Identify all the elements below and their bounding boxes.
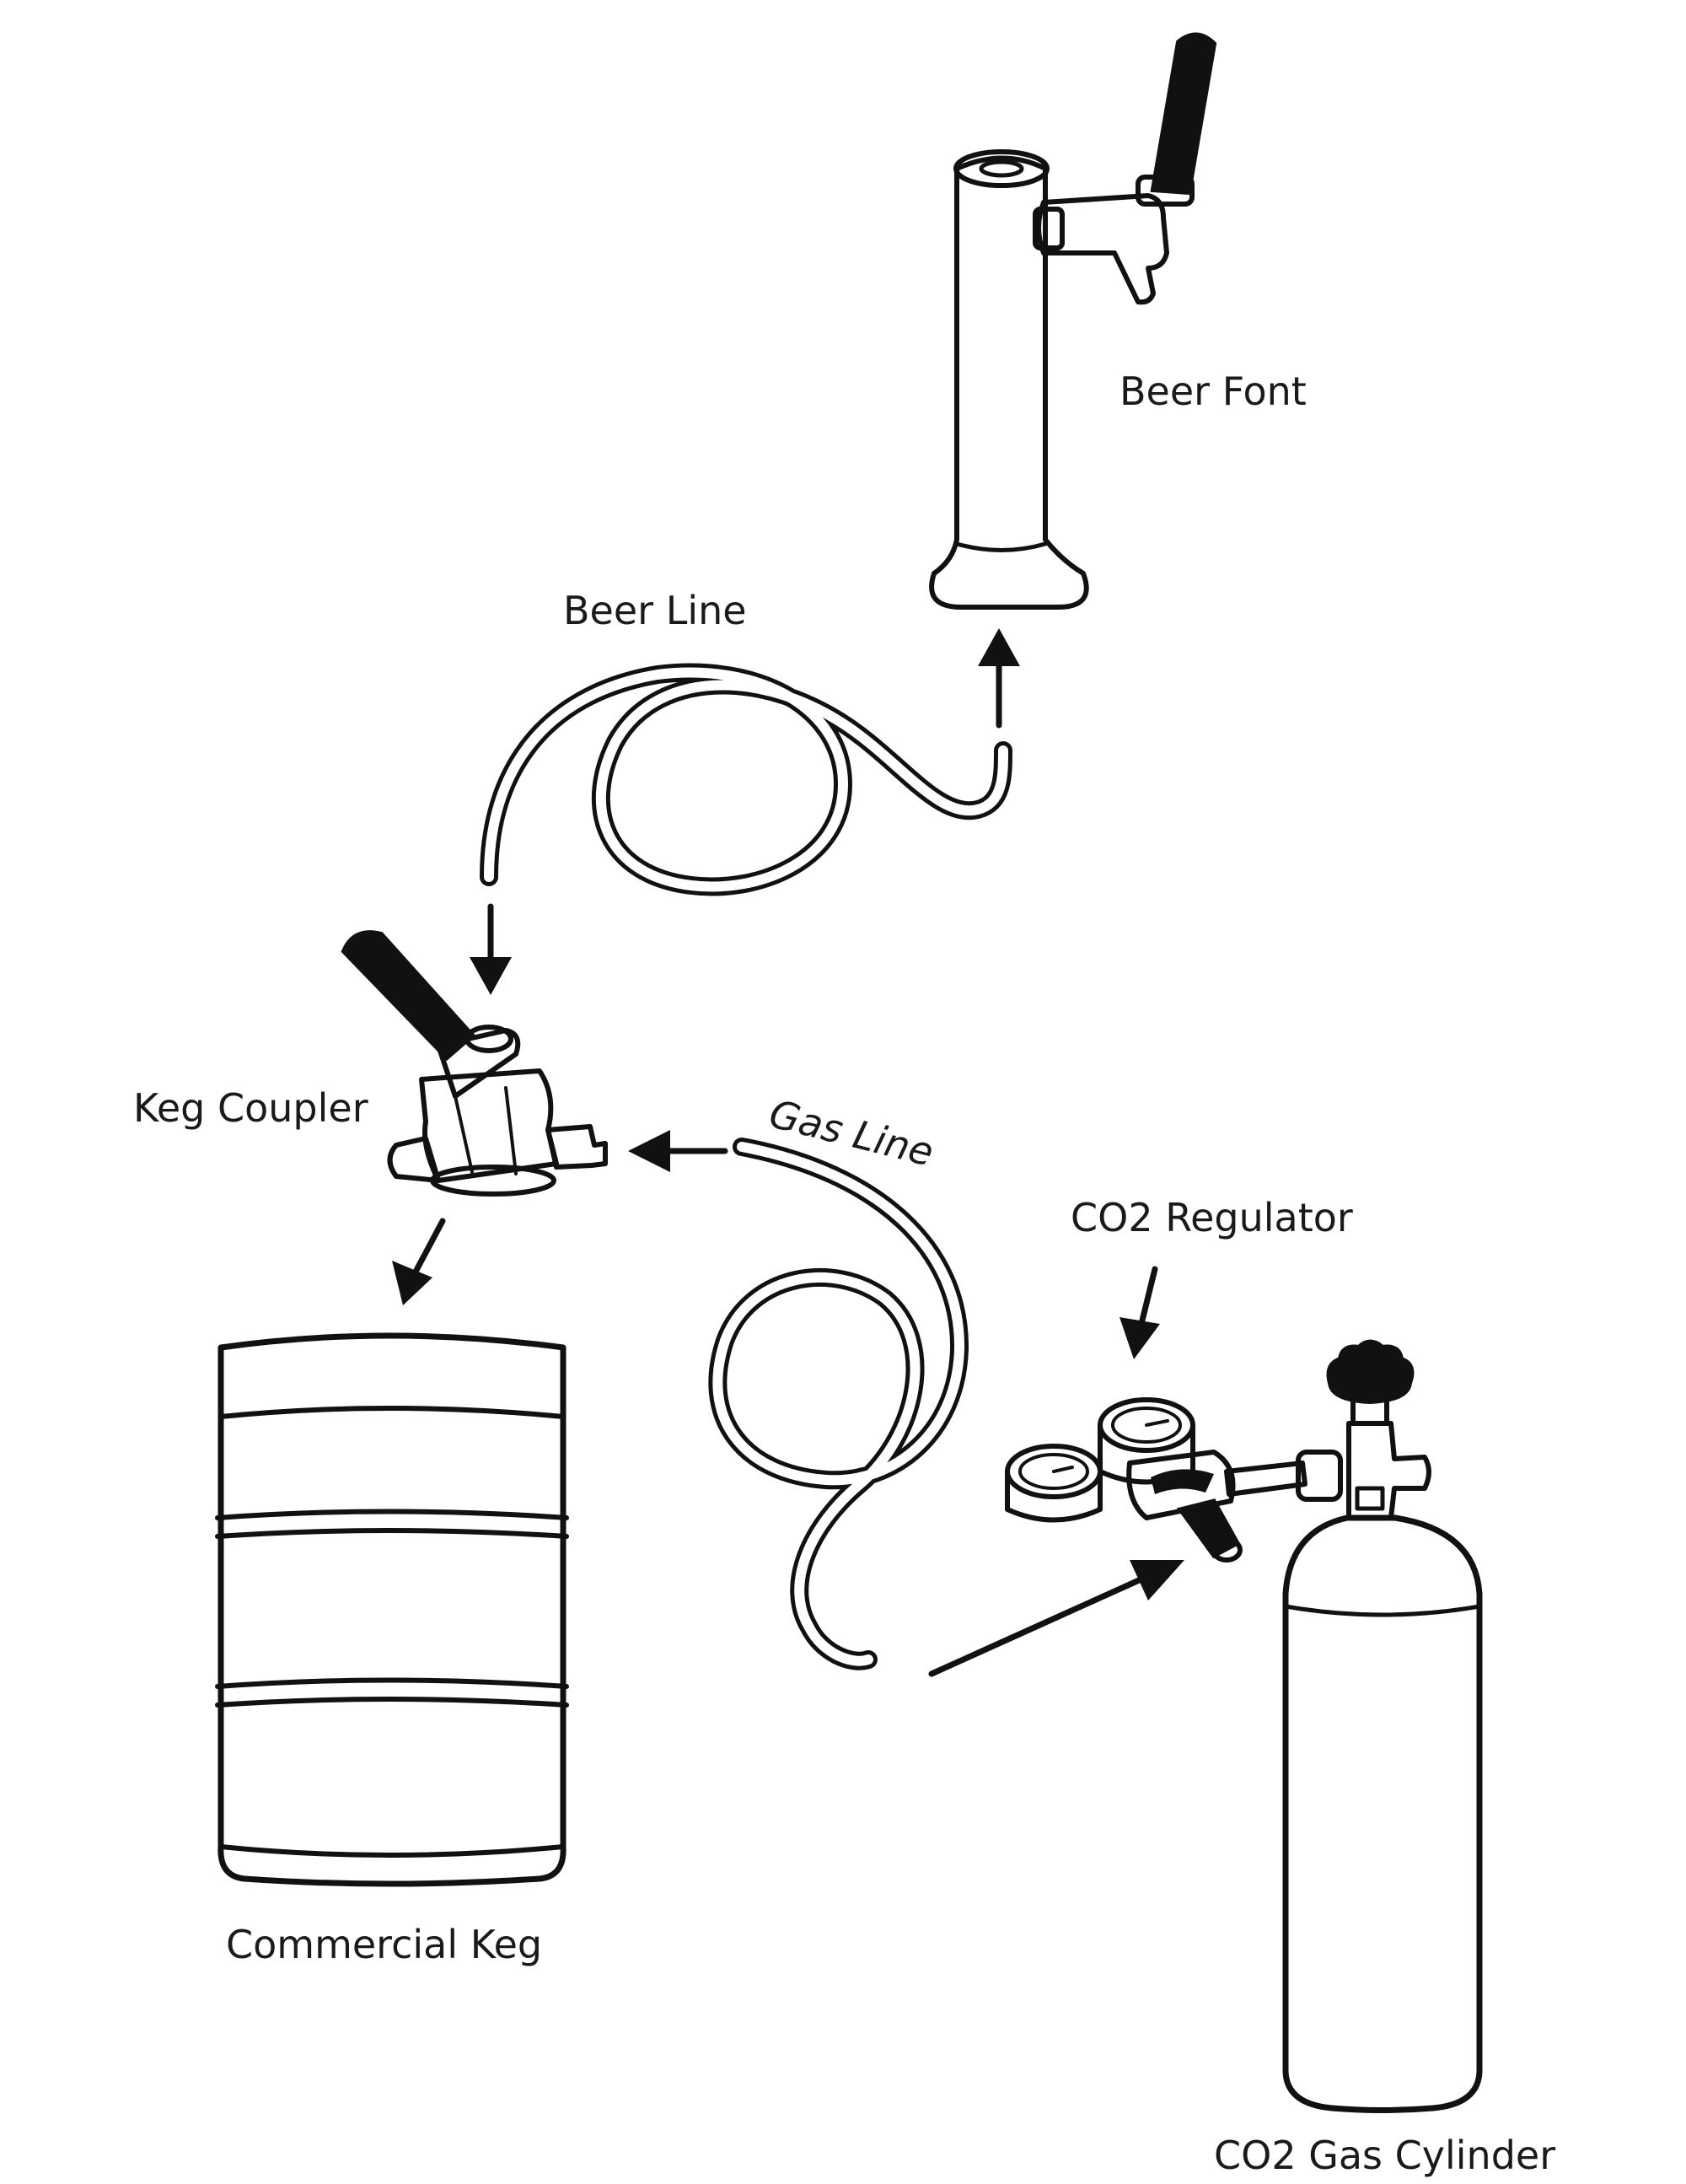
beer-font-label: Beer Font <box>1120 368 1307 414</box>
arrow-to-commercial-keg <box>392 1218 446 1305</box>
co2-gas-cylinder <box>1282 1339 1483 2113</box>
regulator-outlet <box>1176 1498 1241 1559</box>
co2-regulator <box>1005 1397 1343 1563</box>
beer-font-base-line <box>954 541 1048 552</box>
cylinder-valve-body <box>1346 1421 1431 1520</box>
arrow-to-coupler-gas <box>628 1130 728 1172</box>
cylinder-valve-knob <box>1326 1339 1415 1405</box>
commercial-keg-label: Commercial Keg <box>226 1922 542 1967</box>
beer-font <box>929 32 1217 610</box>
keg-rib-lower <box>215 1677 569 1708</box>
keg-coupler-gas-inlet <box>545 1124 608 1170</box>
beer-font-faucet <box>1036 193 1169 305</box>
beer-font-column <box>929 155 1089 610</box>
keg-coupler <box>341 930 608 1197</box>
arrow-to-keg-coupler <box>470 903 512 995</box>
keg-coupler-base <box>430 1165 556 1197</box>
regulator-body <box>1126 1450 1236 1520</box>
beer-font-tap-handle <box>1150 32 1217 196</box>
keg-coupler-label: Keg Coupler <box>133 1085 368 1131</box>
beer-font-tap-collar <box>1136 175 1195 207</box>
arrow-to-co2-regulator <box>928 1560 1184 1677</box>
co2-regulator-label: CO2 Regulator <box>1071 1195 1353 1240</box>
cylinder-body <box>1282 1514 1483 2113</box>
beer-font-top <box>953 149 1050 188</box>
beer-font-faucet-flange <box>1033 207 1065 250</box>
keg-coupler-probe-top <box>464 1025 513 1053</box>
regulator-gauge-low <box>1005 1469 1103 1523</box>
keg-body <box>217 1332 566 1887</box>
beer-line-label: Beer Line <box>563 588 747 633</box>
beer-line-coil <box>480 663 1012 896</box>
keg-coupler-side-valve <box>387 1136 441 1183</box>
commercial-keg <box>215 1332 569 1887</box>
gas-line-coil <box>708 1138 969 1670</box>
regulator-connector <box>1224 1460 1307 1497</box>
beer-font-top-opening <box>979 159 1024 178</box>
arrow-regulator-pointer <box>1120 1266 1160 1359</box>
keg-coupler-body <box>419 1068 559 1183</box>
arrow-to-beer-font <box>978 628 1020 729</box>
co2-gas-cylinder-label: CO2 Gas Cylinder <box>1214 2133 1555 2178</box>
keg-rib-upper <box>215 1509 569 1539</box>
keg-coupler-handle <box>341 930 476 1062</box>
